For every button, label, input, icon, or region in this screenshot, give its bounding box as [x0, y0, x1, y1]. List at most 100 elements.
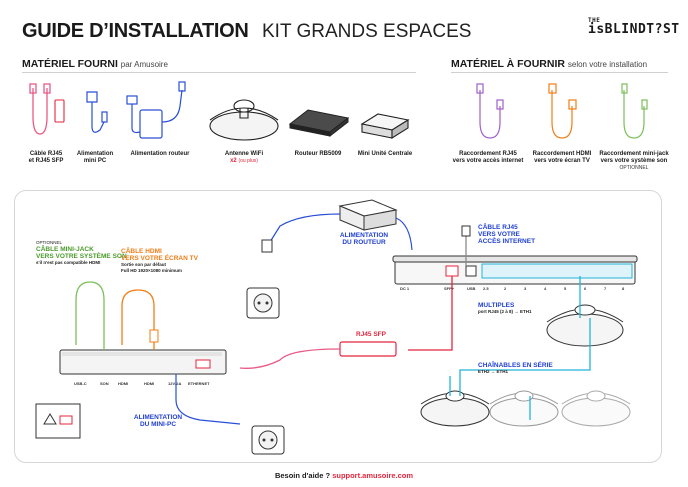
- support-link[interactable]: support.amusoire.com: [332, 471, 414, 480]
- mini-pc-icon: [360, 113, 410, 139]
- wifi-antenna-chain-1-icon: [420, 390, 490, 427]
- diagram-label-sub: ETH2 → ETH1: [478, 369, 509, 374]
- diagram-label-optional: OPTIONNEL: [36, 240, 63, 245]
- item-label-line: et RJ45 SFP: [28, 158, 64, 164]
- pc-port-label: HDMI: [144, 381, 154, 386]
- page-title: GUIDE D’INSTALLATION: [22, 20, 249, 42]
- pc-port-label: 12V-2A: [168, 381, 181, 386]
- minijack-cable: [75, 281, 105, 350]
- item-label-line: Antenne WiFi: [224, 151, 264, 157]
- rj45-pink-cable: [239, 348, 341, 369]
- router-port-label: DC 1: [400, 286, 410, 291]
- item-label-line: vers votre écran TV: [534, 158, 590, 164]
- logo-prefix: THE: [588, 17, 601, 24]
- minipc-power-label: ALIMENTATION DU MINI-PC: [128, 414, 188, 428]
- item-label-minipc-power: Alimentation mini PC: [70, 151, 120, 165]
- item-label-line: Raccordement HDMI: [532, 151, 592, 157]
- item-label-line: mini PC: [83, 158, 107, 164]
- diagram-label-sub: port RJ45 (2 à 8) → ETH1: [478, 309, 532, 314]
- wifi-antenna-chain-2-icon: [489, 390, 559, 427]
- item-label-line: Routeur RB5009: [294, 151, 342, 157]
- item-label-router-power: Alimentation routeur: [120, 151, 200, 158]
- pc-port-label: ETHERNET: [188, 381, 210, 386]
- router-port-label: 8: [622, 286, 625, 291]
- sfp-label: RJ45 SFP: [356, 331, 386, 338]
- rj45-cable-icon: [29, 83, 51, 135]
- diagram-label-line: CHAÎNABLES EN SÉRIE: [478, 362, 553, 369]
- wifi-antenna-chain-3-icon: [561, 390, 631, 427]
- item-label-provide-rj45: Raccordement RJ45 vers votre accès inter…: [448, 151, 528, 165]
- item-qty-value: x2: [230, 158, 237, 164]
- diagram-label-line: CÂBLE RJ45: [478, 224, 518, 231]
- sfp-module-icon: [54, 99, 65, 123]
- diagram-label-line: CÂBLE HDMI: [121, 248, 162, 255]
- logo-text: isBLINDT?ST: [588, 22, 680, 37]
- router-dc-cable: [395, 217, 413, 251]
- item-qty: x2 (ou plus): [214, 158, 274, 165]
- to-provide-heading: MATÉRIEL À FOURNIR selon votre installat…: [451, 58, 647, 70]
- sfp-module-diagram-icon: [339, 341, 397, 357]
- item-label-line: Raccordement RJ45: [459, 151, 517, 157]
- minijack-provide-cable-icon: [621, 83, 648, 139]
- item-label-line: vers votre accès internet: [452, 158, 524, 164]
- wifi-antenna-icon: [209, 99, 279, 141]
- diagram-label-line: ALIMENTATION: [339, 232, 389, 239]
- hdmi-provide-cable-icon: [548, 83, 577, 139]
- diagram-label-line: ACCÈS INTERNET: [478, 238, 536, 245]
- diagram-label-line: DU MINI-PC: [139, 421, 177, 428]
- router-plug-icon: [261, 239, 273, 253]
- item-label-line: Alimentation: [76, 151, 114, 157]
- router-power-icon: [126, 81, 186, 139]
- hdmi-cable: [121, 289, 155, 350]
- diagram-label-line: DU ROUTEUR: [342, 239, 386, 246]
- help-footer: Besoin d'aide ? support.amusoire.com: [0, 471, 688, 480]
- router-power-supply-icon: [338, 199, 398, 231]
- minipc-power-icon: [86, 91, 108, 133]
- page-subtitle: KIT GRANDS ESPACES: [262, 21, 472, 42]
- minipc-power-cable: [175, 374, 241, 425]
- router-device-icon: [392, 255, 638, 285]
- diagram-label-line: VERS VOTRE ÉCRAN TV: [121, 255, 198, 262]
- wall-outlet-minipc-icon: [251, 425, 285, 455]
- mini-pc-device-icon: [59, 349, 227, 375]
- internet-cable-label: CÂBLE RJ45 VERS VOTRE ACCÈS INTERNET: [478, 224, 535, 245]
- warning-label-icon: [35, 403, 81, 439]
- provided-heading-sub: par Amusoire: [120, 60, 168, 69]
- brand-logo: THE isBLINDT?ST: [588, 17, 680, 37]
- item-label-router: Routeur RB5009: [285, 151, 351, 158]
- router-port-label: 2: [504, 286, 507, 291]
- multiples-label: MULTIPLES port RJ45 (2 à 8) → ETH1: [478, 302, 532, 315]
- router-power-label: ALIMENTATION DU ROUTEUR: [334, 232, 394, 246]
- minijack-label: OPTIONNEL CÂBLE MINI-JACK VERS VOTRE SYS…: [36, 240, 127, 265]
- item-label-line: Mini Unité Centrale: [357, 151, 413, 157]
- to-provide-heading-text: MATÉRIEL À FOURNIR: [451, 58, 565, 70]
- provided-heading-text: MATÉRIEL FOURNI: [22, 58, 118, 70]
- pc-port-label: SON: [100, 381, 109, 386]
- diagram-panel: [14, 190, 662, 463]
- wifi-antenna-main-icon: [546, 304, 624, 347]
- help-text: Besoin d'aide ?: [274, 471, 331, 480]
- router-port-label: 6: [584, 286, 587, 291]
- router-port-label: 3: [524, 286, 527, 291]
- to-provide-divider: [451, 72, 668, 73]
- sfp-cable: [408, 276, 453, 351]
- wall-outlet-router-icon: [246, 287, 280, 319]
- router-port-label: 2.5: [483, 286, 489, 291]
- pc-port-label: USB-C: [74, 381, 87, 386]
- item-label-rj45: Câble RJ45 et RJ45 SFP: [20, 151, 72, 165]
- router-port-label: 4: [544, 286, 547, 291]
- item-label-line: vers votre système son: [600, 158, 668, 164]
- rj45-provide-cable-icon: [476, 83, 504, 139]
- pc-port-label: HDMI: [118, 381, 128, 386]
- diagram-label-line: ALIMENTATION: [133, 414, 183, 421]
- diagram-label-line: VERS VOTRE: [478, 231, 520, 238]
- diagram-label-line: MULTIPLES: [478, 302, 515, 309]
- provided-heading: MATÉRIEL FOURNI par Amusoire: [22, 58, 168, 70]
- item-label-line: Raccordement mini-jack: [599, 151, 669, 157]
- to-provide-heading-sub: selon votre installation: [567, 60, 648, 69]
- item-label-antenna: Antenne WiFi x2 (ou plus): [214, 151, 274, 165]
- item-label-line: Alimentation routeur: [130, 151, 190, 157]
- router-rb5009-icon: [288, 109, 350, 138]
- diagram-label-line: VERS VOTRE SYSTÈME SON: [36, 252, 127, 260]
